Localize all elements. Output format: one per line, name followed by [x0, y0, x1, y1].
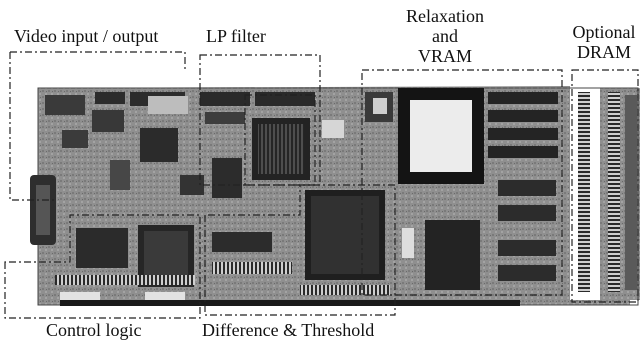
optional-dram-label-line: Optional: [572, 22, 636, 42]
optional-dram-label-line: DRAM: [576, 42, 631, 62]
chip: [425, 220, 480, 290]
control-logic-label: Control logic: [46, 320, 142, 340]
relaxation-vram-label: Relaxation and VRAM: [393, 6, 497, 66]
difference-threshold-region-outline: [204, 184, 396, 316]
chip: [140, 128, 178, 162]
lp-filter-label: LP filter: [206, 26, 266, 46]
chip: [76, 228, 128, 268]
relaxation-label-line: and: [432, 26, 458, 46]
optional-dram-label: Optional DRAM: [565, 22, 643, 62]
relaxation-region-outline: [361, 69, 563, 296]
control-logic-region-outline: [4, 214, 201, 319]
relaxation-label-line: VRAM: [417, 46, 472, 66]
video-io-region-outline: [10, 51, 186, 72]
dram-socket: [608, 92, 620, 292]
video-io-label: Video input / output: [14, 26, 159, 46]
relaxation-label-line: Relaxation: [406, 6, 484, 26]
optional-dram-region-outline: [571, 69, 639, 303]
dram-socket: [578, 92, 590, 292]
difference-threshold-label: Difference & Threshold: [202, 320, 375, 340]
